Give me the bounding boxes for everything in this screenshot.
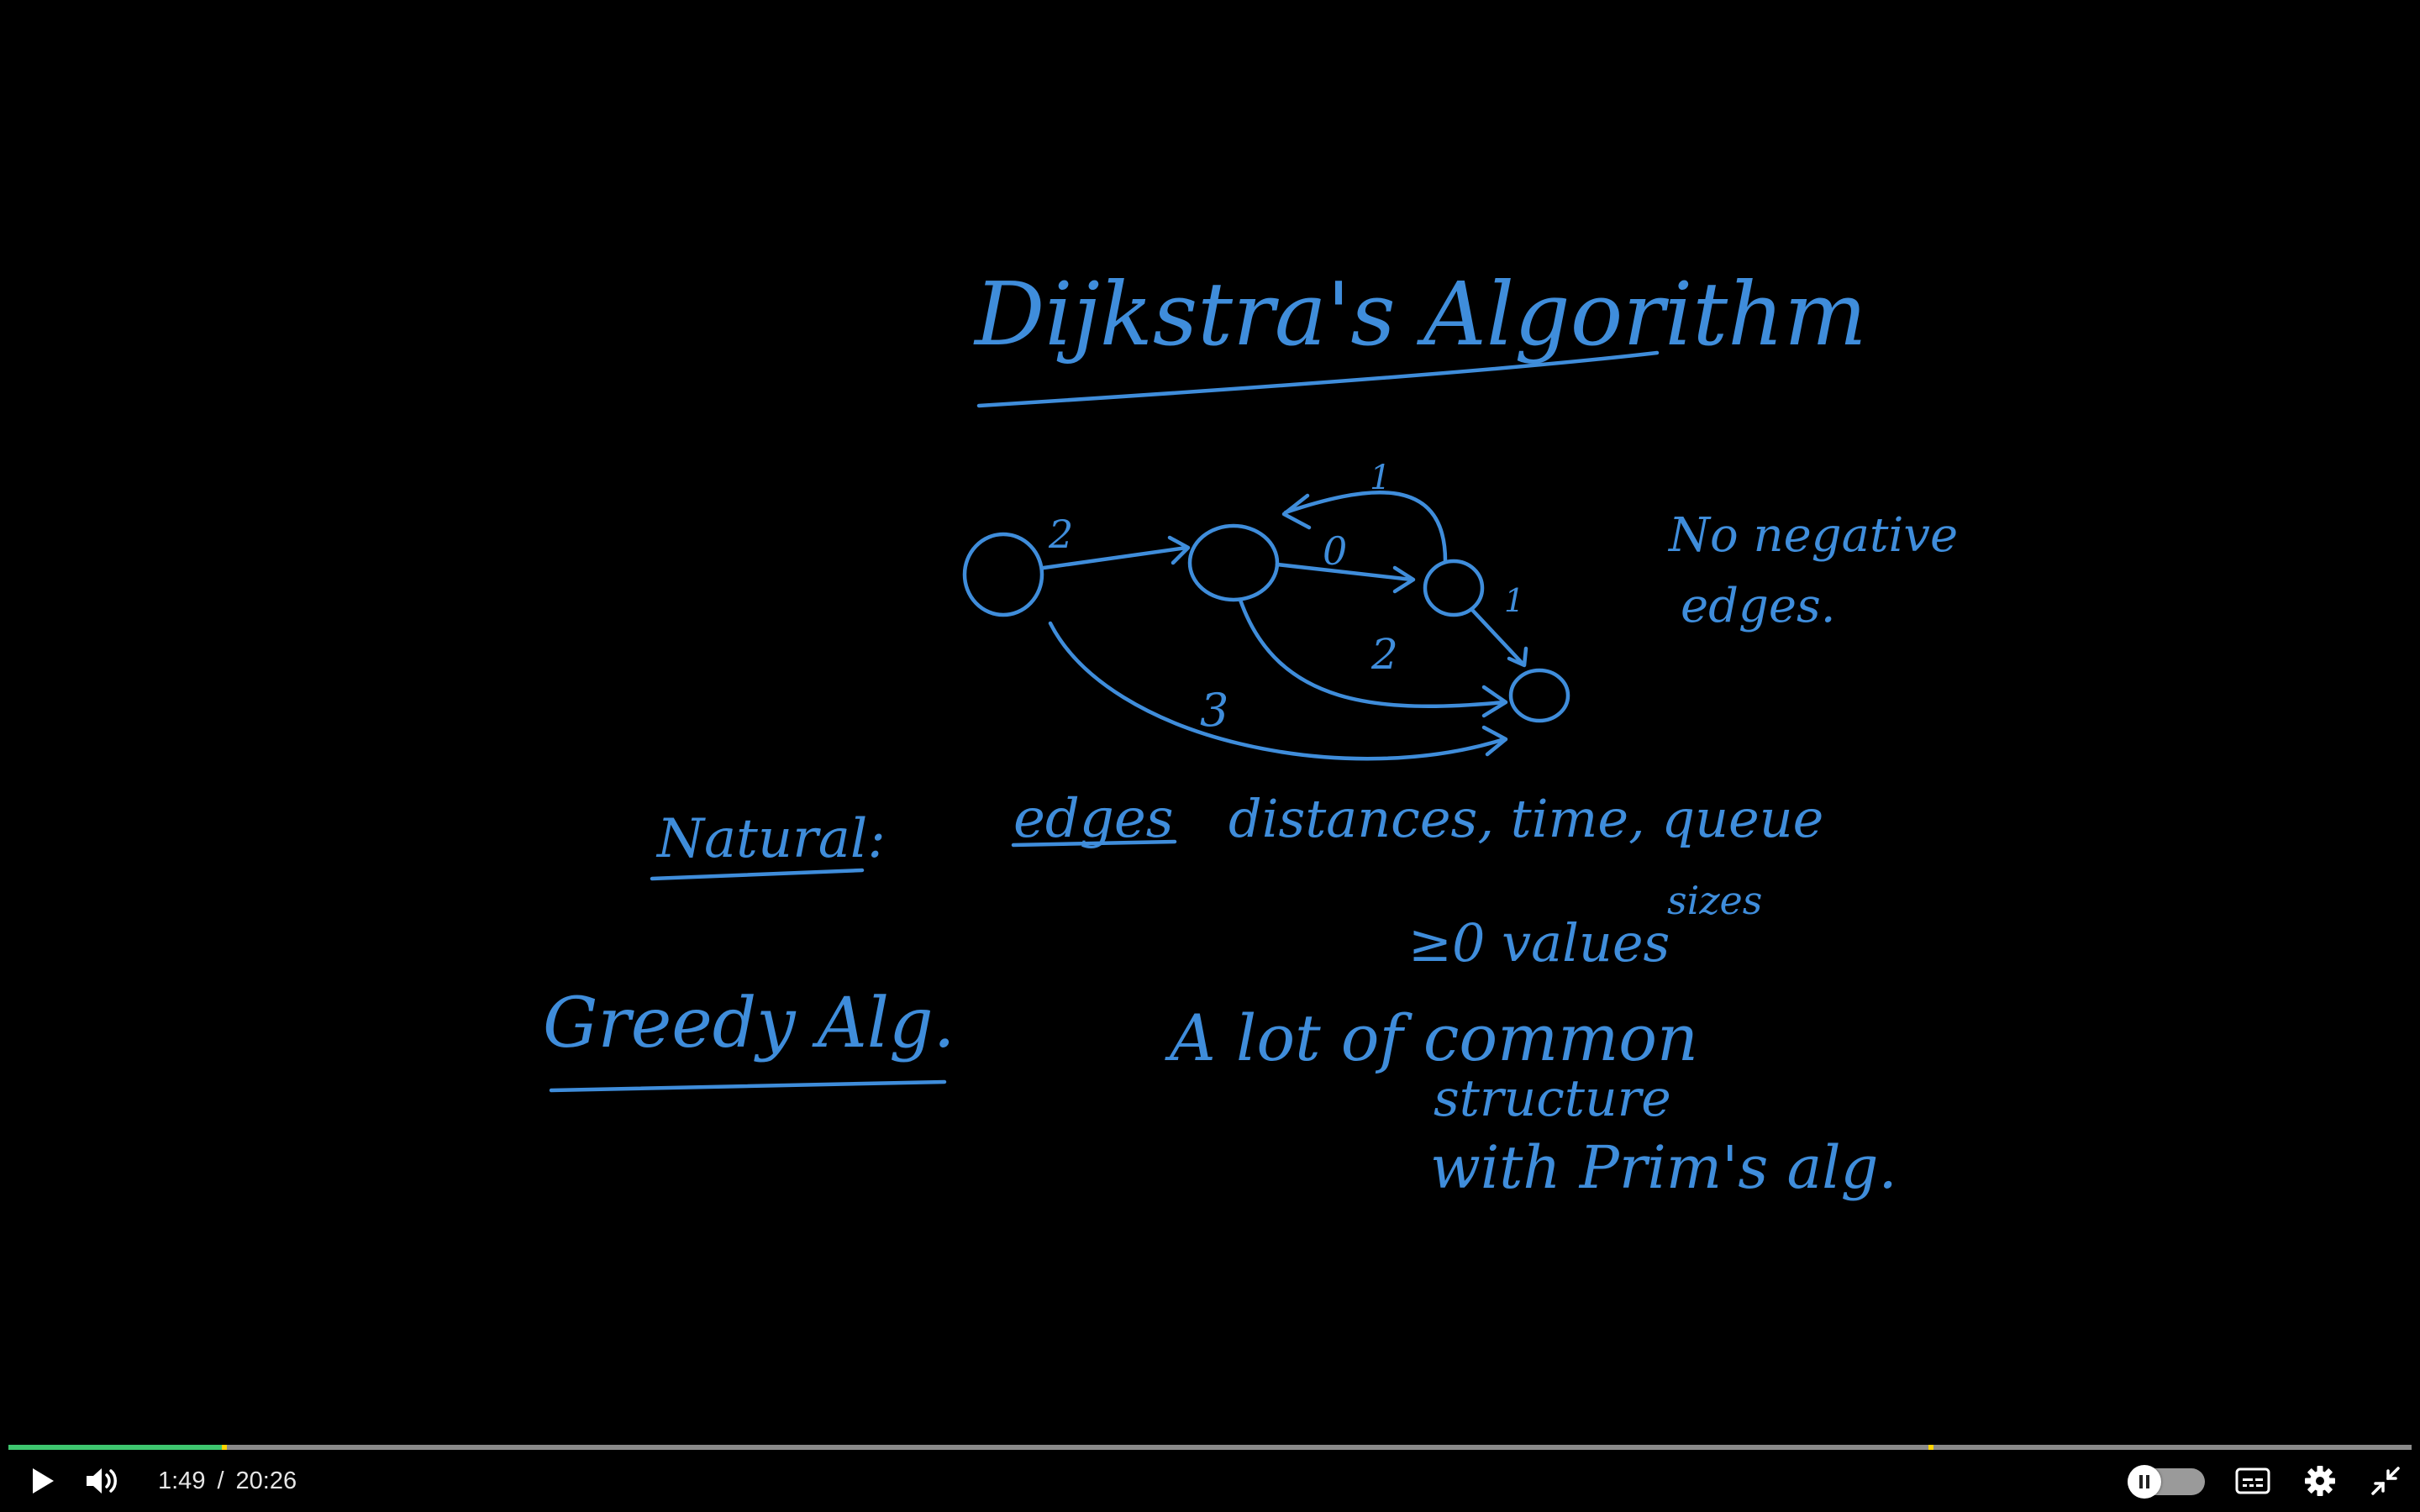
chapter-marker[interactable] [1928,1445,1933,1450]
board-title: Dijkstra's Algorithm [973,263,1867,365]
progress-played [8,1445,224,1450]
volume-icon [87,1468,117,1494]
toggle-knob [2128,1465,2161,1499]
edge-weight: 1 [1504,582,1524,619]
graph-node [1423,559,1485,617]
graph-edge [1275,562,1414,582]
whiteboard-drawing: Dijkstra's Algorithm 2 0 1 1 2 3 No nega… [543,263,1958,1202]
edge-arrowhead [1281,493,1312,530]
edge-weight: 0 [1323,528,1347,574]
natural-edges: edges [1013,788,1174,850]
title-underline [976,350,1660,408]
graph-edge [1470,607,1525,666]
edges-underline [1011,839,1177,848]
greedy-label: Greedy Alg. [543,984,955,1063]
captions-button[interactable] [2233,1460,2272,1502]
current-time: 1:49 [158,1467,206,1494]
edge-weight: 1 [1370,459,1391,497]
time-separator: / [217,1467,224,1494]
edge-weight: 3 [1200,684,1228,737]
edge-weight: 2 [1048,512,1073,557]
edge-arrowhead [1481,685,1508,718]
edge-weight: 2 [1370,630,1398,679]
pause-icon [2139,1475,2149,1488]
exit-fullscreen-icon [2371,1467,2400,1495]
chapter-marker[interactable] [221,1445,227,1450]
graph-edge [1048,621,1507,761]
natural-list: distances, time, queue [1228,788,1823,849]
edge-arrowhead [1481,725,1508,757]
edge-arrowhead [1392,565,1416,594]
graph-node [962,532,1044,617]
graph-node [1508,668,1570,723]
volume-button[interactable] [79,1460,126,1502]
captions-icon [2235,1467,2270,1494]
common-line-2: structure [1434,1069,1671,1128]
time-display: 1:49 / 20:26 [158,1460,297,1502]
edge-arrowhead [1167,535,1191,565]
common-line-3: with Prim's alg. [1430,1133,1897,1202]
player-controls: 1:49 / 20:26 [0,1450,2420,1512]
side-note-line-1: No negative [1667,508,1958,563]
gear-icon [2305,1466,2335,1496]
natural-sizes: sizes [1667,878,1762,923]
natural-underline [650,868,865,881]
greedy-underline [549,1079,947,1093]
exit-fullscreen-button[interactable] [2366,1460,2405,1502]
play-icon [33,1468,54,1494]
natural-label: Natural: [655,808,886,870]
duration: 20:26 [235,1467,297,1494]
settings-button[interactable] [2301,1460,2339,1502]
graph-edge [1283,491,1448,564]
autoplay-pause-toggle[interactable] [2128,1465,2205,1499]
common-line-1: A lot of common [1165,1000,1698,1075]
edge-arrowhead [1507,646,1528,668]
graph-edge [1041,545,1189,570]
graph-edge [1238,597,1507,709]
play-button[interactable] [22,1460,64,1502]
natural-values: ≥0 values [1408,912,1670,974]
side-note-line-2: edges. [1681,579,1836,633]
progress-bar[interactable] [8,1445,2412,1450]
graph-node [1187,523,1280,602]
